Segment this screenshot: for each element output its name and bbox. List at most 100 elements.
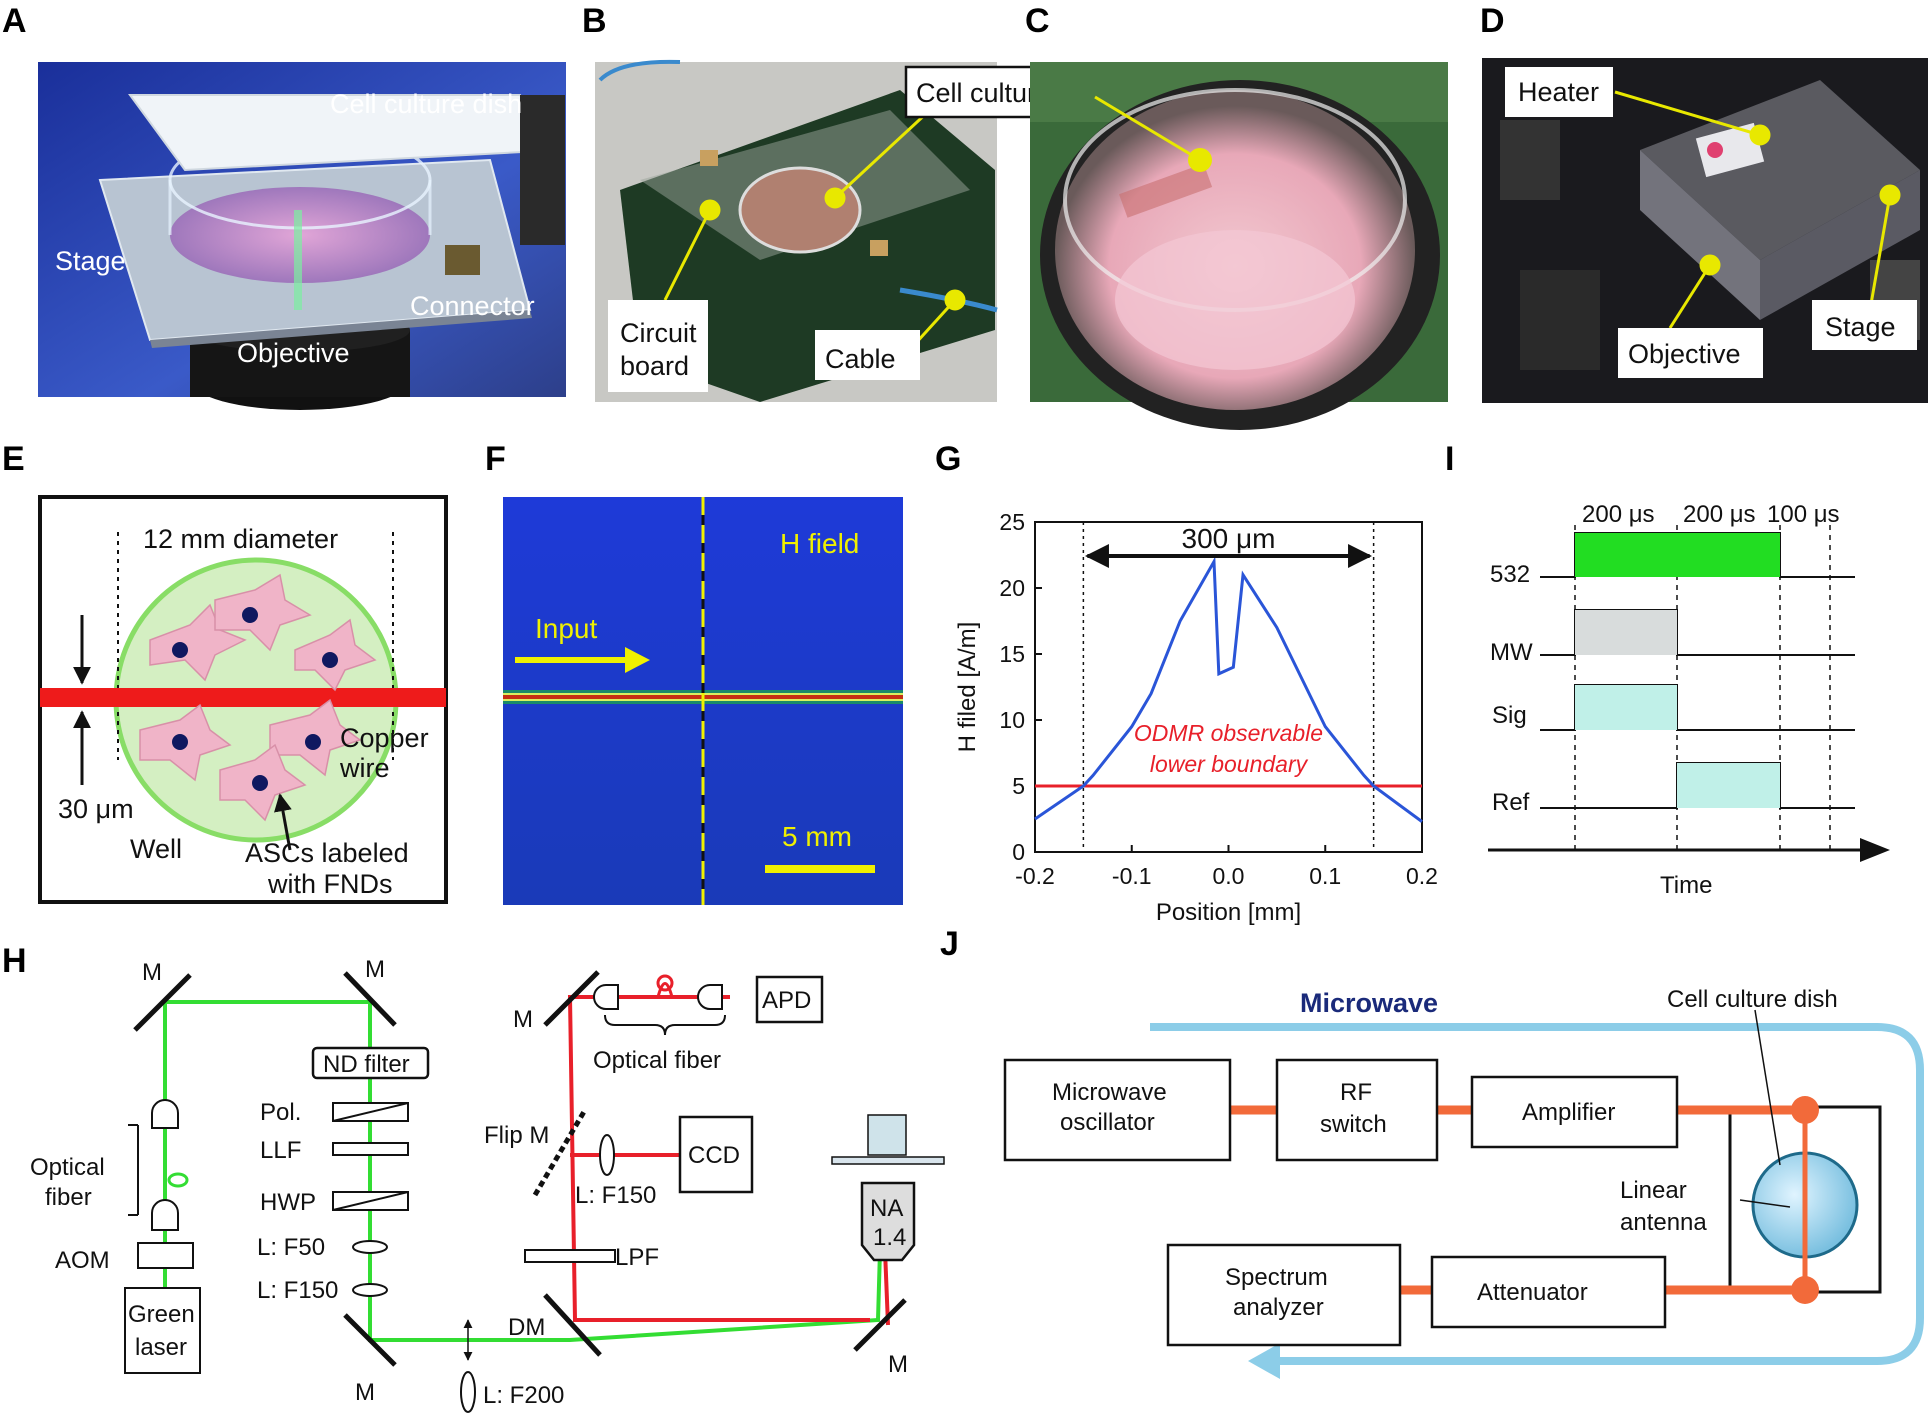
f-hfield-label: H field xyxy=(780,528,859,559)
i-row-mw: MW xyxy=(1490,639,1533,666)
h-m4: M xyxy=(355,1379,375,1406)
h-apd-label: APD xyxy=(762,987,811,1014)
g-threshold-label-1: ODMR observable xyxy=(1134,720,1323,746)
b-leader-lines xyxy=(663,108,966,357)
j-rf-label-2: switch xyxy=(1320,1111,1387,1138)
h-fiber-label-2: fiber xyxy=(45,1184,92,1211)
b-cable-label: Cable xyxy=(825,344,896,374)
panel-label-d: D xyxy=(1480,2,1505,40)
a-objective-label: Objective xyxy=(237,338,350,368)
panel-label-h: H xyxy=(2,942,27,980)
g-xtick-label: 0.0 xyxy=(1213,863,1245,889)
h-llf-label: LLF xyxy=(260,1137,301,1164)
g-ytick-label: 20 xyxy=(999,575,1025,601)
a-connector-label: Connector xyxy=(410,291,535,321)
h-laser-label-1: Green xyxy=(128,1301,195,1328)
d-objective-label: Objective xyxy=(1628,339,1741,369)
g-xtick-label: -0.2 xyxy=(1015,863,1055,889)
j-osc-label-1: Microwave xyxy=(1052,1079,1167,1106)
h-pol-label: Pol. xyxy=(260,1099,301,1126)
h-lpf-label: LPF xyxy=(615,1244,659,1271)
c-leader xyxy=(1094,95,1212,172)
j-dish-label: Cell culture dish xyxy=(1667,986,1838,1013)
j-antenna-label-1: Linear xyxy=(1620,1177,1687,1204)
h-m2: M xyxy=(365,956,385,983)
h-aom-label: AOM xyxy=(55,1247,110,1274)
h-dm-label: DM xyxy=(508,1314,545,1341)
g-plot-frame xyxy=(1034,521,1423,853)
h-hwp-label: HWP xyxy=(260,1189,316,1216)
i-time-1: 200 μs xyxy=(1582,501,1655,528)
h-lf150a-label: L: F150 xyxy=(257,1277,338,1304)
b-circuit-label-2: board xyxy=(620,351,689,381)
e-copper-label-2: wire xyxy=(339,753,390,783)
g-xtick-label: -0.1 xyxy=(1112,863,1152,889)
g-series-line-0 xyxy=(1034,556,1423,823)
f-scale-label: 5 mm xyxy=(782,821,852,852)
g-ytick-label: 10 xyxy=(999,707,1025,733)
panel-b-photo xyxy=(595,59,998,402)
h-fiber2-label: Optical fiber xyxy=(593,1047,721,1074)
panel-e-diagram xyxy=(38,495,448,904)
g-ytick-label: 15 xyxy=(999,641,1025,667)
e-well-label: Well xyxy=(130,834,182,864)
b-circuit-box xyxy=(608,300,708,392)
h-lf150b-label: L: F150 xyxy=(575,1182,656,1209)
d-stage-box xyxy=(1812,300,1917,350)
h-m3: M xyxy=(513,1006,533,1033)
e-diameter-label: 12 mm diameter xyxy=(143,524,338,554)
a-stage-label: Stage xyxy=(55,246,126,276)
j-spec-label-1: Spectrum xyxy=(1225,1264,1328,1291)
e-thickness-label: 30 μm xyxy=(58,794,134,824)
e-ascs-label-2: with FNDs xyxy=(267,869,393,899)
panel-label-f: F xyxy=(485,440,506,478)
panel-label-a: A xyxy=(2,2,27,40)
h-flip-label: Flip M xyxy=(484,1122,549,1149)
h-m5: M xyxy=(888,1351,908,1378)
g-xlabel: Position [mm] xyxy=(1156,899,1301,926)
i-laser-pulse xyxy=(1575,533,1780,577)
panel-label-g: G xyxy=(935,440,961,478)
j-osc-label-2: oscillator xyxy=(1060,1109,1155,1136)
i-row-532: 532 xyxy=(1490,561,1530,588)
b-cable-box xyxy=(815,330,920,380)
g-span-label: 300 μm xyxy=(1182,523,1276,554)
h-laser-label-2: laser xyxy=(135,1334,187,1361)
g-threshold-label-2: lower boundary xyxy=(1150,751,1309,777)
a-dish-label: Cell culture dish xyxy=(330,89,522,119)
h-lf50-label: L: F50 xyxy=(257,1234,325,1261)
j-rf-label-1: RF xyxy=(1340,1079,1372,1106)
panel-label-j: J xyxy=(940,925,959,963)
panel-label-i: I xyxy=(1445,440,1454,478)
i-ref-pulse xyxy=(1677,763,1780,808)
j-att-label: Attenuator xyxy=(1477,1279,1588,1306)
panel-f-field-map xyxy=(503,497,903,905)
g-ytick-label: 25 xyxy=(999,509,1025,535)
panel-i-timing xyxy=(1488,525,1890,862)
e-copper-label-1: Copper xyxy=(340,723,429,753)
h-nd-label: ND filter xyxy=(323,1051,410,1078)
g-ytick-label: 5 xyxy=(1012,773,1025,799)
e-ascs-label-1: ASCs labeled xyxy=(245,838,409,868)
j-antenna-label-2: antenna xyxy=(1620,1209,1707,1236)
i-xlabel: Time xyxy=(1660,872,1712,899)
b-circuit-label-1: Circuit xyxy=(620,318,697,348)
i-row-sig: Sig xyxy=(1492,702,1527,729)
i-row-ref: Ref xyxy=(1492,789,1530,816)
panel-label-b: B xyxy=(582,2,607,40)
h-lf200-label: L: F200 xyxy=(483,1382,564,1409)
d-heater-box xyxy=(1505,67,1613,117)
panel-label-c: C xyxy=(1025,2,1050,40)
h-na-label-2: 1.4 xyxy=(873,1224,906,1251)
d-objective-box xyxy=(1618,328,1763,378)
h-m1: M xyxy=(142,959,162,986)
d-stage-label: Stage xyxy=(1825,312,1896,342)
h-na-label-1: NA xyxy=(870,1195,903,1222)
panel-a-render xyxy=(38,62,566,410)
g-xtick-label: 0.1 xyxy=(1309,863,1341,889)
g-ytick-label: 0 xyxy=(1012,839,1025,865)
d-heater-label: Heater xyxy=(1518,77,1599,107)
h-fiber-label-1: Optical xyxy=(30,1154,105,1181)
